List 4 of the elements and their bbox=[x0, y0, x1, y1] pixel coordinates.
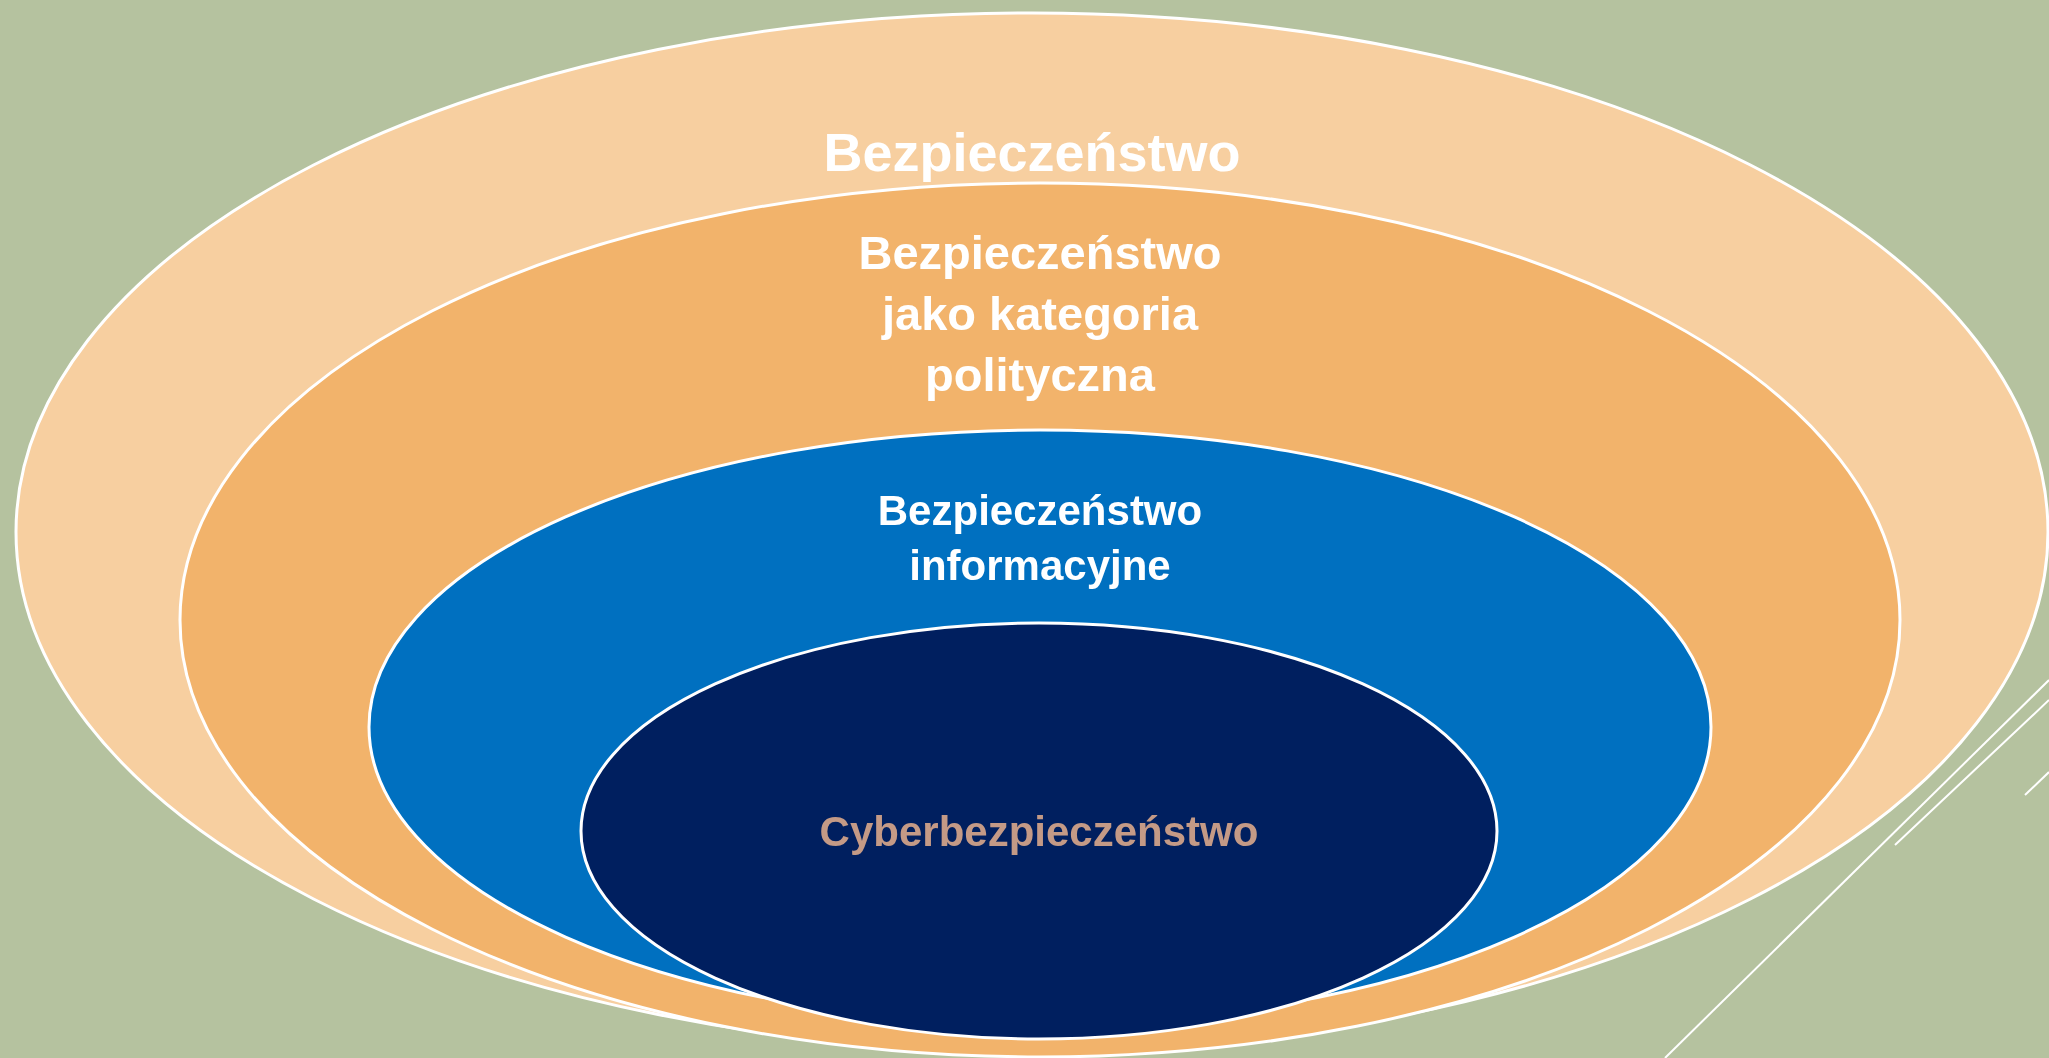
ellipse-label: Bezpieczeństwo informacyjne bbox=[876, 486, 1204, 591]
ellipse-label: Bezpieczeństwo bbox=[822, 121, 1242, 184]
ellipse-label: Cyberbezpieczeństwo bbox=[818, 807, 1260, 857]
ellipse-label: Bezpieczeństwo jako kategoria polityczna bbox=[857, 225, 1223, 404]
